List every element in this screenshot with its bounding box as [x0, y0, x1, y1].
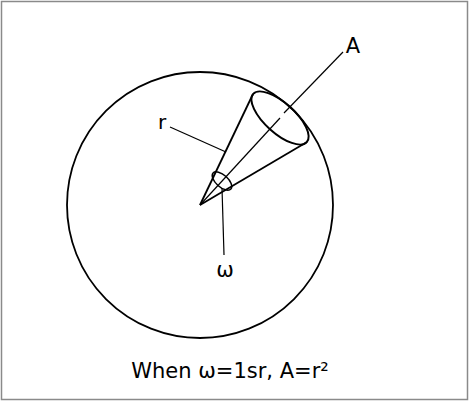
radius-label: r	[158, 112, 166, 132]
leader-line	[222, 188, 224, 255]
sphere	[67, 72, 333, 338]
leader-line	[170, 127, 226, 152]
area-ellipse	[243, 83, 317, 153]
cone-axis	[200, 118, 280, 205]
area-label: A	[346, 36, 360, 57]
cone-side	[200, 142, 307, 205]
leader-line	[284, 52, 343, 113]
cone-side	[200, 94, 253, 205]
caption: When ω=1sr, A=r²	[131, 360, 328, 383]
angle-label: ω	[216, 260, 234, 281]
